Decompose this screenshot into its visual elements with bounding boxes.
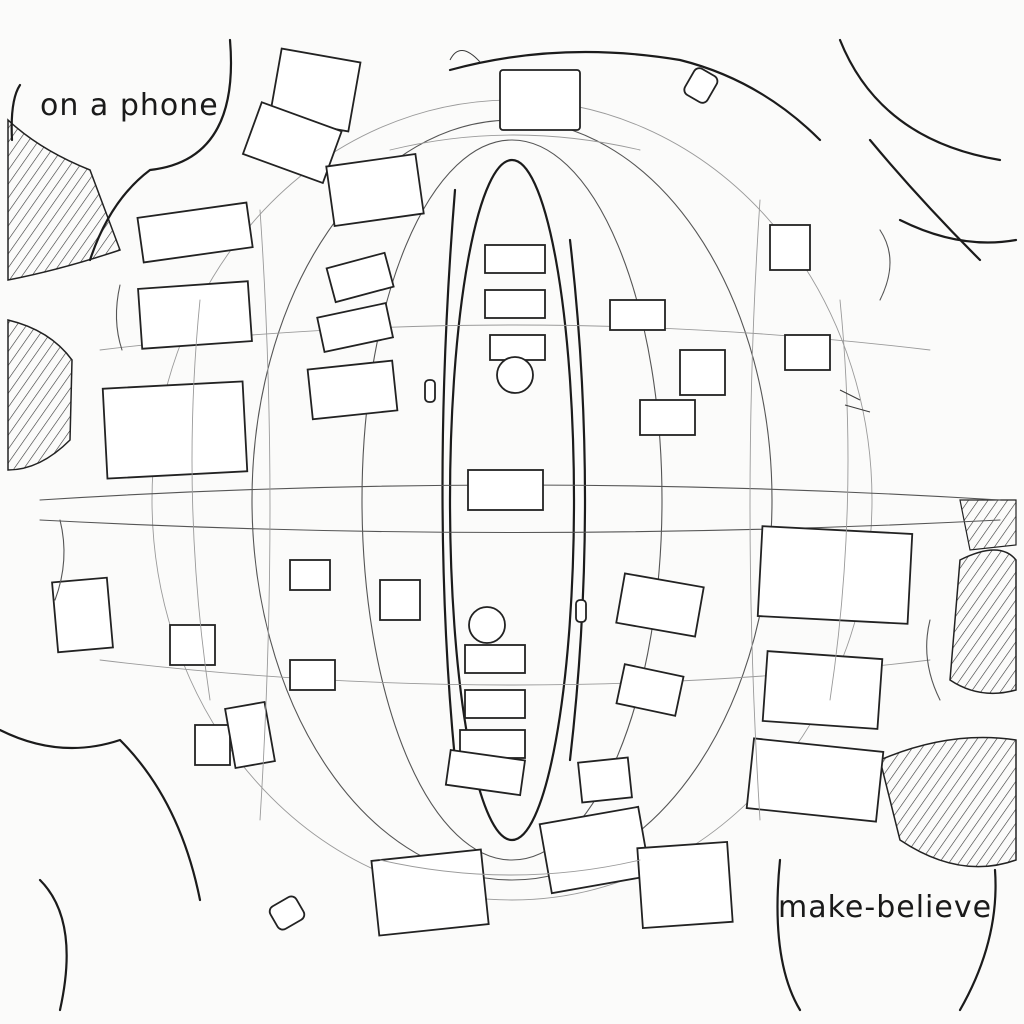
hatched-trees bbox=[7, 118, 1017, 868]
sketch-texture bbox=[54, 50, 941, 876]
buildings bbox=[51, 47, 914, 937]
caption-on-a-phone: on a phone bbox=[40, 88, 219, 123]
outer-contours bbox=[0, 38, 1018, 1012]
caption-make-believe: make-believe bbox=[778, 890, 993, 925]
